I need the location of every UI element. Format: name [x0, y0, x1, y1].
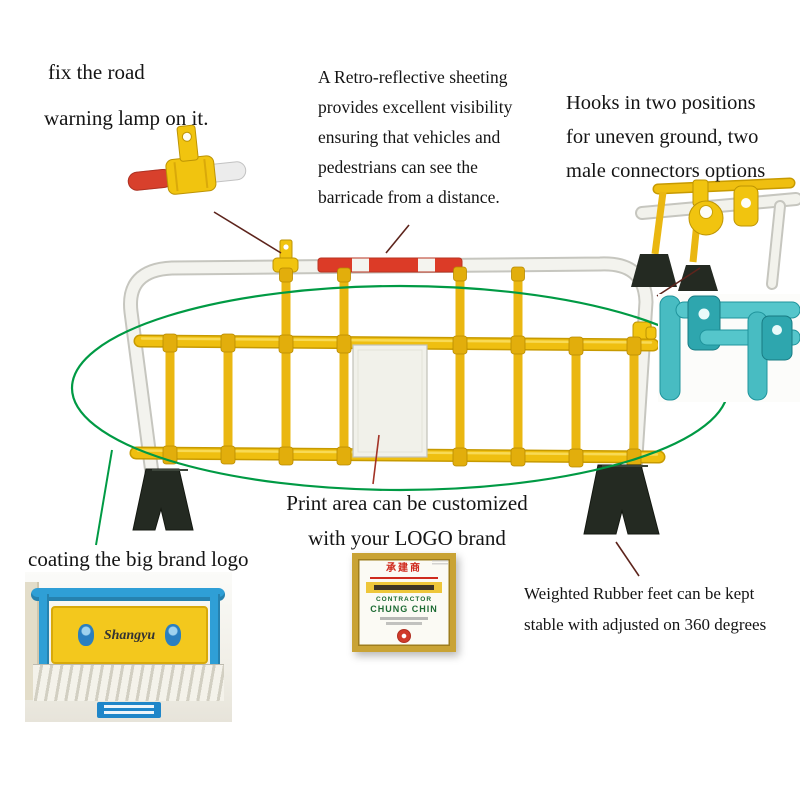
- callout-line-brand: [95, 449, 113, 546]
- print-area-note-line1: Print area can be customized: [286, 491, 528, 515]
- callout-line-hooks: [656, 267, 701, 297]
- reflective-note-line3: ensuring that vehicles and: [318, 127, 501, 147]
- rubber-feet-note: Weighted Rubber feet can be kept stable …: [524, 578, 766, 640]
- reflective-band: [317, 257, 463, 273]
- brand-name: Shangyu: [103, 628, 156, 643]
- print-area-note: Print area can be customized with your L…: [262, 486, 552, 556]
- teal-hook-clamp-2: [761, 315, 793, 361]
- photo-brand-panel: Shangyu: [51, 606, 208, 664]
- hooks-note: Hooks in two positions for uneven ground…: [566, 86, 765, 188]
- brand-logo-note: coating the big brand logo: [28, 547, 249, 571]
- mascot-emblem-left-icon: [77, 624, 94, 646]
- certificate-contractor-name: CHUNG CHIN: [370, 603, 438, 614]
- reflective-note-line5: barricade from a distance.: [318, 187, 500, 207]
- lattice-fittings: [162, 266, 642, 468]
- hooks-note-line3: male connectors options: [566, 160, 766, 182]
- print-panel: [352, 344, 428, 458]
- certificate-seal: [397, 629, 411, 643]
- brand-logo-photo: Shangyu: [25, 572, 232, 722]
- certificate-serial-text-bar: [432, 560, 448, 566]
- certificate-title: 承建商: [386, 563, 422, 574]
- rubber-feet: [132, 464, 660, 535]
- photo-striped-slats: [33, 664, 224, 701]
- barricade-image: [123, 239, 666, 535]
- mascot-emblem-right-icon: [165, 624, 182, 646]
- hooks-foot-1: [631, 254, 677, 287]
- lamp-mount-hole: [181, 131, 192, 142]
- right-rubber-foot: [583, 464, 660, 535]
- hooks-foot-2: [678, 265, 718, 291]
- yellow-hooks-image: [631, 177, 800, 291]
- callout-line-feet: [615, 541, 640, 577]
- photo-small-blue-sign: [96, 702, 161, 718]
- hook-clamp-2: [733, 185, 759, 227]
- certificate-contractor-label: CONTRACTOR: [375, 595, 433, 603]
- print-area-note-line2: with your LOGO brand: [308, 526, 506, 550]
- photo-blue-post-left: [39, 594, 49, 694]
- teal-connectors-image: [658, 294, 800, 402]
- reflective-note-line4: pedestrians can see the: [318, 157, 478, 177]
- warning-lamp-note-line1: fix the road: [48, 60, 145, 84]
- reflective-note-line1: A Retro-reflective sheeting: [318, 67, 508, 87]
- certificate-content: 承建商 CONTRACTOR CHUNG CHIN: [358, 559, 450, 646]
- hook-clamp-1: [688, 179, 724, 236]
- certificate-divider: [370, 577, 438, 579]
- warning-lamp-connector-image: [127, 124, 247, 195]
- hooks-note-line1: Hooks in two positions: [566, 92, 756, 114]
- left-rubber-foot: [132, 468, 194, 531]
- lamp-mount-tab: [176, 124, 199, 162]
- callout-line-lamp: [213, 211, 282, 254]
- certificate-company-band: [366, 581, 442, 593]
- photo-blue-top-rail: [31, 588, 225, 601]
- callout-line-reflective: [385, 224, 410, 254]
- lamp-clip: [272, 239, 299, 273]
- certificate-minor-text-bar2: [385, 621, 423, 625]
- reflective-note: A Retro-reflective sheeting provides exc…: [318, 62, 512, 212]
- rubber-feet-note-line2: stable with adjusted on 360 degrees: [524, 615, 767, 634]
- certificate-sign: 承建商 CONTRACTOR CHUNG CHIN: [352, 553, 456, 652]
- photo-blue-post-right: [210, 594, 220, 694]
- rubber-feet-note-line1: Weighted Rubber feet can be kept: [524, 584, 755, 603]
- hooks-note-line2: for uneven ground, two: [566, 126, 759, 148]
- connector-body: [165, 155, 217, 195]
- callout-line-print: [372, 434, 380, 485]
- brand-text-block: Shangyu: [104, 626, 155, 644]
- warning-lamp-note-line2: warning lamp on it.: [44, 106, 209, 130]
- certificate-minor-text-bar: [380, 616, 428, 620]
- reflective-note-line2: provides excellent visibility: [318, 97, 513, 117]
